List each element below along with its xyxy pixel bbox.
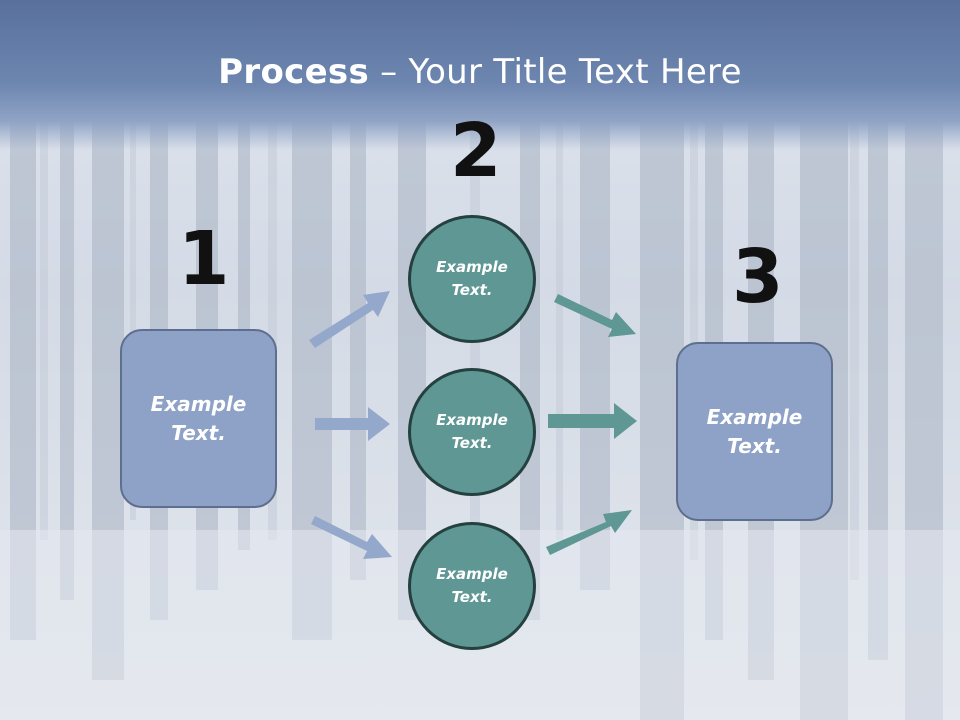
step-number-3: 3 [732,234,784,320]
arrow-right-middle [548,403,637,439]
title-bar [0,0,960,150]
arrow-right-up [546,510,632,555]
right-box: Example Text. [676,342,833,521]
step-number-1: 1 [178,216,230,302]
arrow-right-down [554,294,636,337]
arrow-left-down [311,516,392,559]
arrow-left-middle [315,407,390,441]
title-rest: – Your Title Text Here [369,52,742,92]
arrow-left-up [309,291,390,348]
circle-middle: Example Text. [408,368,536,496]
title-bold: Process [218,52,370,92]
slide-title: Process – Your Title Text Here [0,52,960,92]
left-box: Example Text. [120,329,277,508]
step-number-2: 2 [450,108,502,194]
circle-top: Example Text. [408,215,536,343]
circle-bottom: Example Text. [408,522,536,650]
